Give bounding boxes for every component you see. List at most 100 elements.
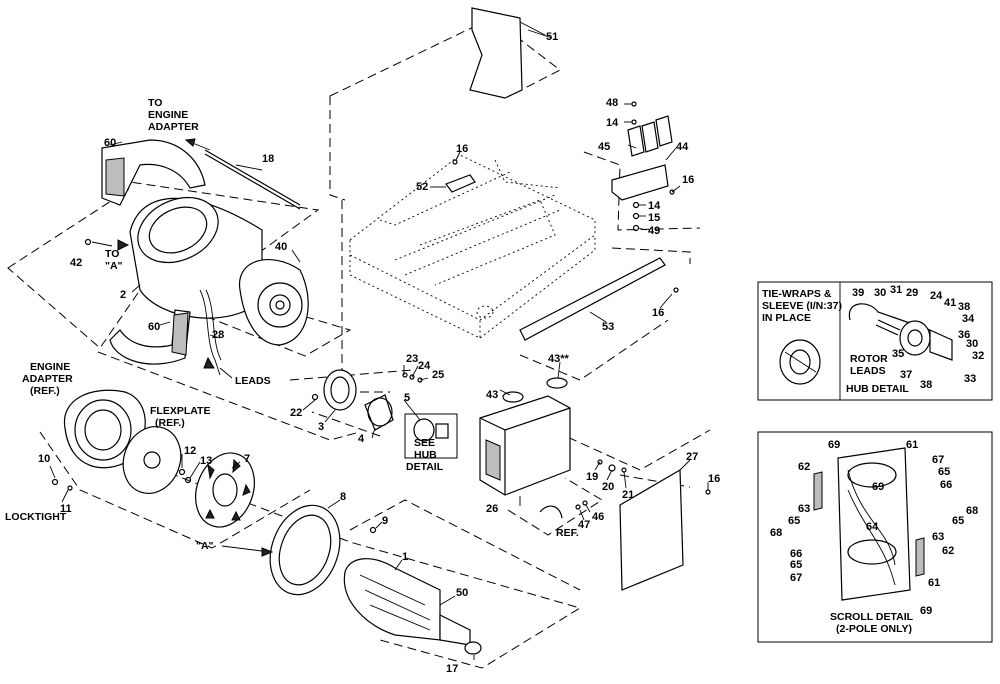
scroll-detail-inset: 69 61 62 67 65 66 69 63 68 65 68 65 64 6… — [757, 431, 993, 643]
part-46-clamp — [539, 500, 588, 519]
part-2-stator — [129, 196, 263, 376]
label-to-a-2: "A" — [105, 260, 123, 272]
num-18: 18 — [262, 153, 274, 165]
num-1: 1 — [402, 551, 408, 563]
num-44: 44 — [676, 141, 689, 153]
scroll-num-66b: 66 — [790, 548, 802, 560]
num-13: 13 — [200, 455, 212, 467]
num-60-bottom: 60 — [148, 321, 160, 333]
scroll-num-63b: 63 — [932, 531, 944, 543]
num-16-panel: 16 — [708, 473, 720, 485]
num-25: 25 — [432, 369, 444, 381]
num-14-top: 14 — [606, 117, 619, 129]
scroll-num-67a: 67 — [932, 454, 944, 466]
scroll-num-61b: 61 — [928, 577, 940, 589]
num-51: 51 — [546, 31, 558, 43]
label-engine-ref-3: (REF.) — [30, 385, 60, 397]
label-flexplate-1: FLEXPLATE — [150, 405, 210, 417]
num-43-star: 43** — [548, 353, 570, 365]
num-28: 28 — [212, 329, 224, 341]
num-7: 7 — [244, 453, 250, 465]
label-adapter: ADAPTER — [148, 121, 199, 133]
callout-labels: TO ENGINE ADAPTER TO "A" LEADS ENGINE AD… — [5, 31, 720, 675]
part-52-bracket — [430, 174, 476, 193]
num-9: 9 — [382, 515, 388, 527]
scroll-num-66a: 66 — [940, 479, 952, 491]
hub-parts — [311, 369, 423, 431]
num-27: 27 — [686, 451, 698, 463]
num-49: 49 — [648, 225, 660, 237]
part-60-top-cover — [101, 139, 206, 206]
hub-num-35: 35 — [892, 348, 904, 360]
label-leads: LEADS — [235, 375, 271, 387]
scroll-num-68b: 68 — [770, 527, 782, 539]
hub-detail-inset: TIE-WRAPS & SLEEVE (I/N:37) IN PLACE ROT… — [757, 281, 993, 401]
num-26: 26 — [486, 503, 498, 515]
label-flexplate-2: (REF.) — [155, 417, 185, 429]
label-tie-wraps-3: IN PLACE — [762, 312, 811, 324]
part-51-shield — [469, 7, 546, 99]
num-50: 50 — [456, 587, 468, 599]
label-to: TO — [148, 97, 162, 109]
leader-lines — [49, 29, 709, 660]
label-rotor-leads: LEADS — [850, 365, 886, 377]
num-46: 46 — [592, 511, 604, 523]
label-tie-wraps-2: SLEEVE (I/N:37) — [762, 300, 842, 312]
part-1-rotor — [343, 558, 482, 655]
num-23: 23 — [406, 353, 418, 365]
hub-num-24: 24 — [930, 290, 943, 302]
label-to-a-1: TO — [105, 248, 119, 260]
num-52: 52 — [416, 181, 428, 193]
num-19: 19 — [586, 471, 598, 483]
hub-num-36: 36 — [958, 329, 970, 341]
num-3: 3 — [318, 421, 324, 433]
num-42: 42 — [70, 257, 82, 269]
scroll-num-65c: 65 — [952, 515, 964, 527]
hub-num-34: 34 — [962, 313, 975, 325]
label-scroll-detail: SCROLL DETAIL — [830, 611, 914, 623]
scroll-num-63a: 63 — [798, 503, 810, 515]
hub-num-32: 32 — [972, 350, 984, 362]
num-4: 4 — [358, 433, 365, 445]
label-hub-detail: HUB DETAIL — [846, 383, 909, 395]
part-18-stud — [204, 149, 301, 210]
num-24: 24 — [418, 360, 431, 372]
num-15: 15 — [648, 212, 660, 224]
num-10: 10 — [38, 453, 50, 465]
scroll-num-69b: 69 — [872, 481, 884, 493]
num-47: 47 — [578, 519, 590, 531]
label-engine-ref-2: ADAPTER — [22, 373, 73, 385]
num-11: 11 — [60, 503, 72, 515]
num-21: 21 — [622, 489, 634, 501]
part-7-fan — [195, 452, 255, 528]
num-14-bottom: 14 — [648, 200, 661, 212]
label-two-pole: (2-POLE ONLY) — [836, 623, 912, 635]
hub-num-30b: 30 — [966, 338, 978, 350]
label-see: SEE — [414, 437, 435, 449]
num-16-top: 16 — [456, 143, 468, 155]
hub-num-31: 31 — [890, 284, 902, 296]
hub-num-29: 29 — [906, 287, 918, 299]
label-rotor: ROTOR — [850, 353, 888, 365]
scroll-num-69c: 69 — [920, 605, 932, 617]
num-22: 22 — [290, 407, 302, 419]
part-8-ring — [269, 504, 341, 596]
hub-num-30a: 30 — [874, 287, 886, 299]
num-40: 40 — [275, 241, 287, 253]
num-16-bracket: 16 — [682, 174, 694, 186]
scroll-num-61a: 61 — [906, 439, 918, 451]
hub-num-37: 37 — [900, 369, 912, 381]
num-20: 20 — [602, 481, 614, 493]
label-a-marker: "A" — [196, 540, 214, 552]
num-53: 53 — [602, 321, 614, 333]
label-engine: ENGINE — [148, 109, 188, 121]
hub-num-38b: 38 — [920, 379, 932, 391]
part-40-end-bell — [238, 259, 309, 346]
see-hub-detail-box — [404, 413, 458, 459]
engine-adapter — [63, 389, 146, 469]
num-5: 5 — [404, 392, 410, 404]
scroll-num-68a: 68 — [966, 505, 978, 517]
scroll-num-67b: 67 — [790, 572, 802, 584]
scroll-num-65a: 65 — [938, 466, 950, 478]
